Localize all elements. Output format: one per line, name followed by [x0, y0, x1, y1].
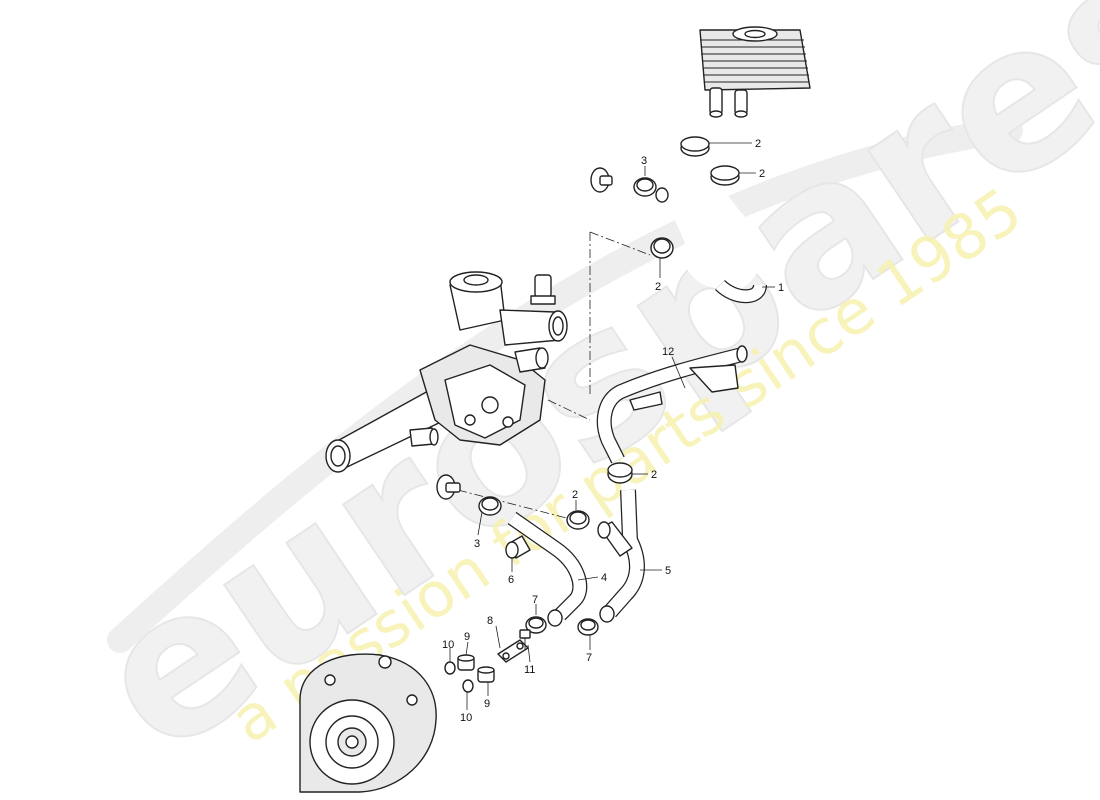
callout-2: 2	[759, 168, 765, 180]
hose-clamp-2-hose12	[607, 462, 633, 484]
callout-3: 3	[474, 538, 480, 550]
hose-clamp-2-hose4	[566, 510, 590, 530]
blanking-plug-upper	[590, 167, 613, 193]
callout-3: 3	[641, 155, 647, 167]
callout-8: 8	[487, 615, 493, 627]
union-fitting-9-lower	[477, 666, 495, 683]
callout-4: 4	[601, 572, 607, 584]
callout-11: 11	[524, 664, 535, 676]
hose-clamp-3-top	[633, 177, 657, 197]
seal-ring-10-upper	[444, 661, 456, 675]
hose-clamp-2-top	[680, 136, 710, 157]
callout-2: 2	[655, 281, 661, 293]
seal-ring-10-lower	[462, 679, 474, 693]
callout-10: 10	[442, 639, 454, 651]
callout-labels: 2 2 3 2 1 12 2 2 3 6 4 5 7 7 8 11 9 9 10…	[442, 138, 784, 724]
hose-clamp-7-left	[525, 616, 547, 634]
hose-5	[599, 489, 645, 623]
watermark: eurospares a passion for parts since 198…	[56, 0, 1100, 800]
callout-10: 10	[460, 712, 472, 724]
callout-2: 2	[755, 138, 761, 150]
callout-9: 9	[464, 631, 470, 643]
watermark-brand: eurospares	[57, 0, 1100, 800]
leader-lines	[449, 142, 775, 710]
blanking-plug-lower	[436, 474, 461, 500]
hose-1	[655, 168, 767, 304]
callout-2: 2	[572, 489, 578, 501]
hose-clamp-7-right	[577, 618, 599, 636]
callout-1: 1	[778, 282, 784, 294]
hose-4	[507, 511, 588, 627]
callout-12: 12	[662, 346, 674, 358]
thermostat-housing	[325, 271, 568, 473]
callout-9: 9	[484, 698, 490, 710]
callout-7: 7	[532, 594, 538, 606]
union-fitting-9-upper	[457, 654, 475, 671]
callout-6: 6	[508, 574, 514, 586]
hose-connector-5	[597, 521, 633, 557]
callout-7: 7	[586, 652, 592, 664]
assembly-lines	[457, 231, 651, 523]
callout-2: 2	[651, 469, 657, 481]
gasket-8	[497, 639, 529, 663]
hose-clamp-3-lower	[478, 496, 502, 516]
oil-cooler	[699, 26, 811, 118]
hose-12	[596, 345, 748, 464]
bolt-11	[519, 629, 531, 650]
tube-6	[505, 535, 531, 559]
hose-clamp-2-right	[710, 165, 740, 186]
callout-5: 5	[665, 565, 671, 577]
alternator	[299, 653, 437, 793]
hose-clamp-2-middle	[650, 237, 674, 259]
